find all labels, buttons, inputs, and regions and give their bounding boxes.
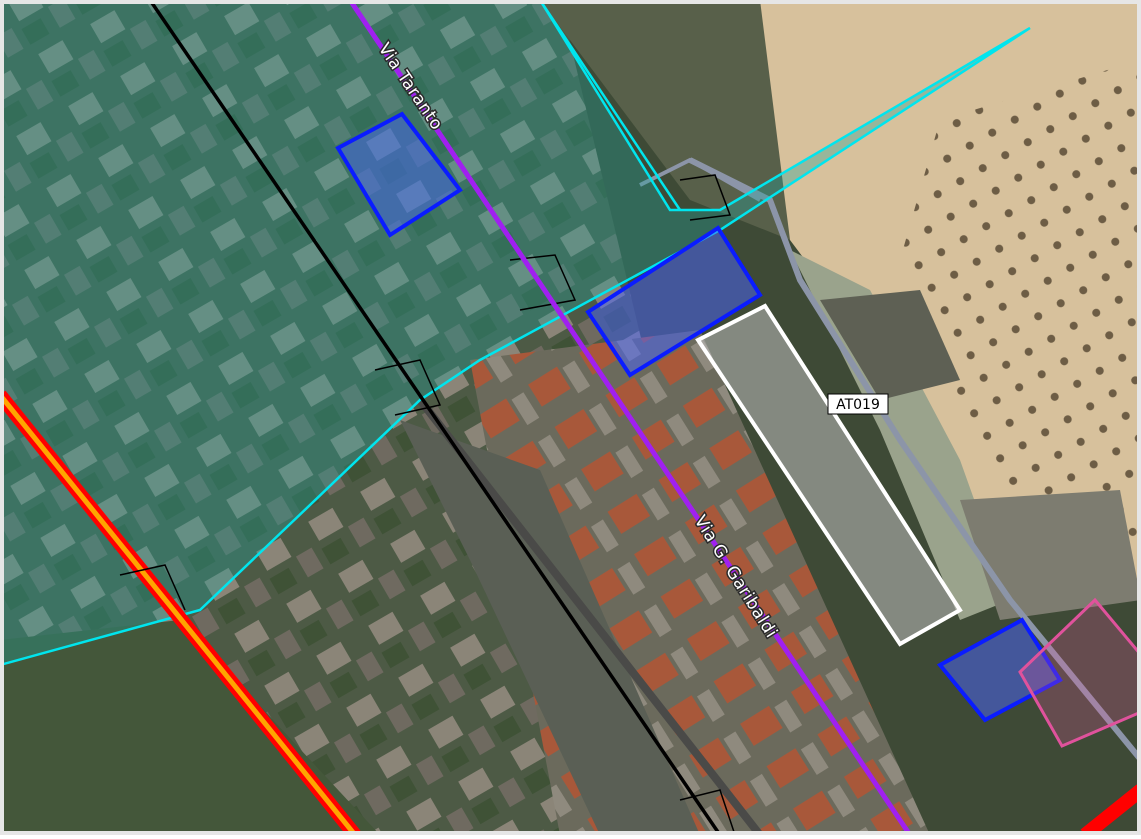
seafront-road xyxy=(688,157,1141,762)
railway-bed xyxy=(416,397,764,838)
parcel-blue-1[interactable] xyxy=(335,111,463,238)
highway-layer xyxy=(0,390,1141,839)
street-axis xyxy=(347,0,913,837)
zone-at019[interactable]: AT019 xyxy=(695,303,963,647)
parcels-layer[interactable] xyxy=(335,111,1141,748)
parcel-blue-2[interactable] xyxy=(585,225,763,378)
parcel-pink[interactable] xyxy=(1018,597,1141,748)
cadastral-lines xyxy=(119,174,736,836)
zone-label-box xyxy=(827,393,889,415)
zone-polygon[interactable] xyxy=(695,303,963,647)
buffer-edge xyxy=(538,0,682,211)
highway-red-corner xyxy=(1080,784,1141,839)
highway-orange-band xyxy=(0,393,357,837)
railway-line xyxy=(148,0,722,836)
zone-label: AT019 xyxy=(836,397,880,413)
parcel-blue-3[interactable] xyxy=(936,617,1063,723)
